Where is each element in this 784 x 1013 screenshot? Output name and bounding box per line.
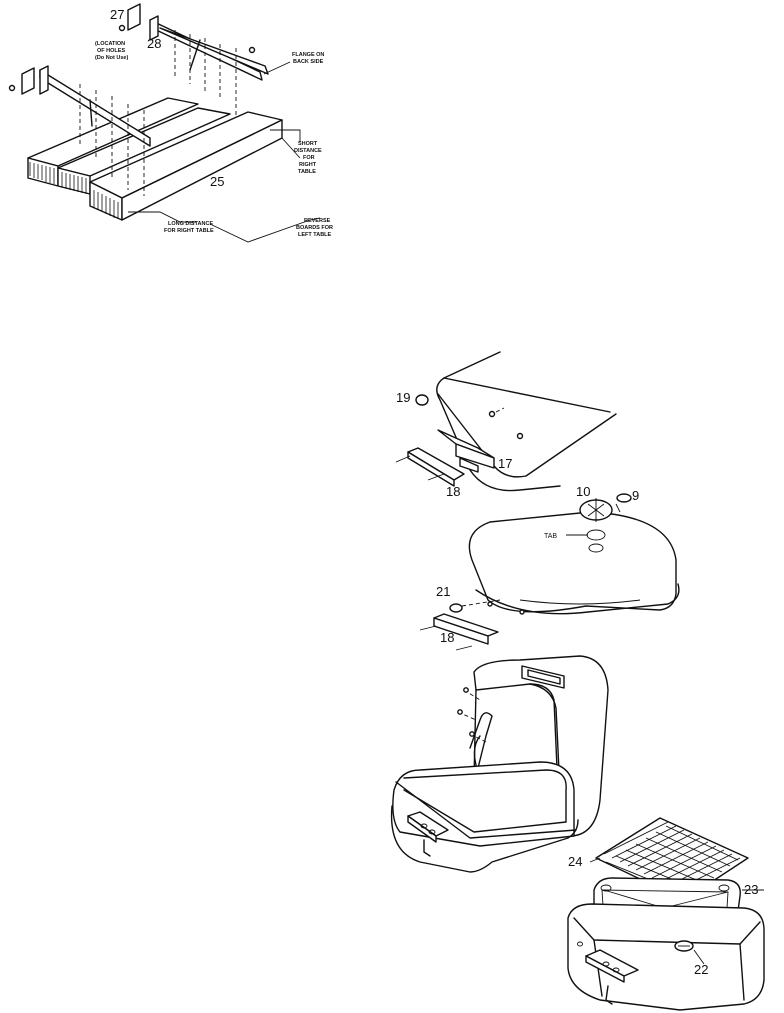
note-reverse-boards-line2: BOARDS FOR: [296, 225, 333, 231]
note-short-distance-line1: SHORT: [298, 141, 318, 147]
note-long-distance-line1: LONG DISTANCE: [168, 221, 213, 227]
note-short-distance-line4: RIGHT: [299, 162, 317, 168]
part-number-19: 19: [396, 390, 410, 405]
screw-icon: [8, 84, 16, 92]
knob-icon: [415, 394, 429, 406]
side-table-assembly: 27 28 25 (LOCATION OF HOLES (Do Not Use)…: [8, 3, 333, 243]
note-short-distance-line2: DISTANCE: [294, 148, 322, 154]
open-grill-body: [390, 655, 609, 873]
part-number-17: 17: [498, 456, 512, 471]
note-short-distance-line3: FOR: [303, 155, 315, 161]
note-location-of-holes-line1: (LOCATION: [95, 41, 125, 47]
grill-base-assembly: 24 23 22: [567, 817, 765, 1011]
part-number-18-upper: 18: [446, 484, 460, 499]
part-number-28: 28: [147, 36, 161, 51]
part-number-23: 23: [744, 882, 758, 897]
bracket-27: [127, 3, 141, 31]
part-number-18-lower: 18: [440, 630, 454, 645]
note-location-of-holes-line2: OF HOLES: [97, 48, 125, 54]
part-number-27: 27: [110, 7, 124, 22]
part-number-22: 22: [694, 962, 708, 977]
part-number-9: 9: [632, 488, 639, 503]
screw-icon: [248, 46, 256, 54]
note-flange-line1: FLANGE ON: [292, 52, 324, 58]
part-number-10: 10: [576, 484, 590, 499]
lid-handle-assembly: 19 17 18: [395, 351, 617, 499]
note-long-distance-line2: FOR RIGHT TABLE: [164, 228, 214, 234]
bracket-lower: [21, 65, 151, 147]
dome-lid-assembly: 10 9 TAB 21 18: [419, 484, 680, 651]
screw-icon: [118, 24, 126, 32]
part-number-24: 24: [568, 854, 582, 869]
note-short-distance-line5: TABLE: [298, 169, 316, 175]
note-reverse-boards-line1: REVERSE: [304, 218, 331, 224]
table-boards: [27, 97, 283, 221]
label-tab: TAB: [544, 533, 557, 540]
part-number-21: 21: [436, 584, 450, 599]
note-reverse-boards-line3: LEFT TABLE: [298, 232, 332, 238]
bracket-26: [149, 15, 269, 81]
part-number-25: 25: [210, 174, 224, 189]
note-location-of-holes-line3: (Do Not Use): [95, 55, 128, 61]
screw-lines: [79, 30, 237, 196]
note-flange-line2: BACK SIDE: [293, 59, 324, 65]
